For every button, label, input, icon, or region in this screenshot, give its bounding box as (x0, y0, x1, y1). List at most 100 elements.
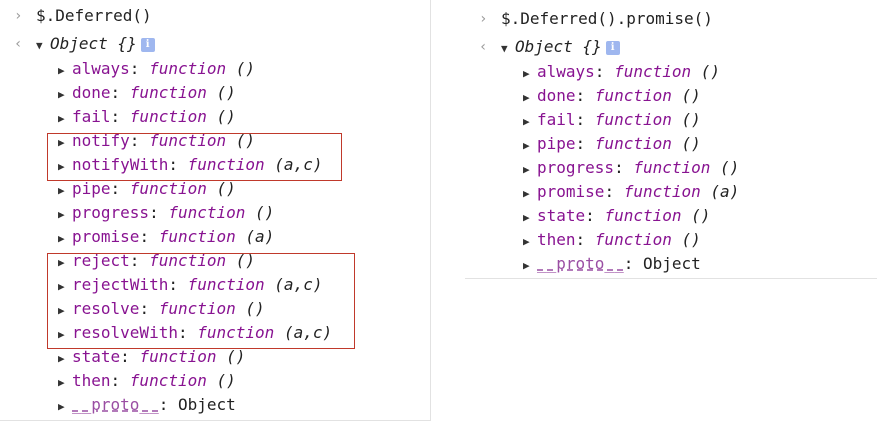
property-value: function (623, 182, 701, 201)
property-key: done (537, 86, 576, 105)
property-params: () (235, 131, 256, 150)
property-value: function (187, 155, 265, 174)
collapse-triangle-icon[interactable]: ▶ (58, 352, 65, 365)
expand-triangle-icon[interactable]: ▼ (36, 39, 43, 52)
property-value: function (594, 134, 672, 153)
property-params: () (216, 371, 236, 390)
property-row-then[interactable]: ▶then: function () (58, 370, 236, 392)
property-row-notifywith[interactable]: ▶notifyWith: function (a,c) (58, 154, 322, 176)
collapse-triangle-icon[interactable]: ▶ (58, 112, 65, 125)
expand-triangle-icon[interactable]: ▼ (501, 42, 508, 55)
property-row-promise[interactable]: ▶promise: function (a) (58, 226, 274, 248)
collapse-triangle-icon[interactable]: ▶ (58, 256, 65, 269)
collapse-triangle-icon[interactable]: ▶ (58, 400, 65, 413)
collapse-triangle-icon[interactable]: ▶ (58, 136, 65, 149)
property-key: done (72, 83, 111, 102)
collapse-triangle-icon[interactable]: ▶ (58, 160, 65, 173)
property-row-pipe[interactable]: ▶pipe: function () (58, 178, 236, 200)
property-row-resolve[interactable]: ▶resolve: function () (58, 298, 265, 320)
collapse-triangle-icon[interactable]: ▶ (58, 376, 65, 389)
info-icon[interactable]: i (605, 40, 620, 55)
property-row-done[interactable]: ▶done: function () (523, 85, 701, 107)
object-expander[interactable]: ▼Object {}i (36, 33, 155, 57)
collapse-triangle-icon[interactable]: ▶ (523, 187, 530, 200)
property-value: function (149, 131, 227, 150)
property-row-proto[interactable]: ▶__proto__: Object (58, 394, 236, 416)
collapse-triangle-icon[interactable]: ▶ (58, 232, 65, 245)
property-row-progress[interactable]: ▶progress: function () (523, 157, 739, 179)
property-value: function (594, 86, 672, 105)
collapse-triangle-icon[interactable]: ▶ (58, 64, 65, 77)
property-params: () (245, 299, 265, 318)
collapse-triangle-icon[interactable]: ▶ (523, 235, 530, 248)
property-key: state (537, 206, 586, 225)
property-row-proto[interactable]: ▶__proto__: Object (523, 253, 701, 275)
property-params: () (681, 110, 701, 129)
property-key: promise (72, 227, 140, 246)
property-row-resolvewith[interactable]: ▶resolveWith: function (a,c) (58, 322, 332, 344)
collapse-triangle-icon[interactable]: ▶ (58, 208, 65, 221)
result-chevron-icon: ‹ (479, 39, 488, 55)
property-params: () (255, 203, 275, 222)
property-row-notify[interactable]: ▶notify: function () (58, 130, 255, 152)
property-key: then (72, 371, 111, 390)
property-params: () (216, 179, 236, 198)
console-command[interactable]: $.Deferred() (36, 6, 152, 25)
property-row-progress[interactable]: ▶progress: function () (58, 202, 274, 224)
property-params: (a,c) (274, 275, 323, 294)
collapse-triangle-icon[interactable]: ▶ (58, 88, 65, 101)
property-row-done[interactable]: ▶done: function () (58, 82, 236, 104)
property-key: notifyWith (72, 155, 169, 174)
property-row-always[interactable]: ▶always: function () (58, 58, 255, 80)
property-key: pipe (537, 134, 576, 153)
property-row-always[interactable]: ▶always: function () (523, 61, 720, 83)
property-params: (a,c) (283, 323, 333, 342)
property-row-fail[interactable]: ▶fail: function () (58, 106, 236, 128)
property-params: () (700, 62, 721, 81)
info-icon[interactable]: i (140, 37, 155, 52)
collapse-triangle-icon[interactable]: ▶ (58, 328, 65, 341)
property-params: () (235, 59, 256, 78)
property-row-promise[interactable]: ▶promise: function (a) (523, 181, 739, 203)
collapse-triangle-icon[interactable]: ▶ (58, 304, 65, 317)
property-value: function (129, 83, 207, 102)
collapse-triangle-icon[interactable]: ▶ (523, 163, 530, 176)
property-params: () (226, 347, 246, 366)
property-value: function (158, 227, 236, 246)
collapse-triangle-icon[interactable]: ▶ (523, 67, 530, 80)
property-row-state[interactable]: ▶state: function () (523, 205, 710, 227)
property-params: () (720, 158, 740, 177)
property-params: () (691, 206, 711, 225)
property-key: __proto__ (72, 395, 159, 414)
property-row-state[interactable]: ▶state: function () (58, 346, 245, 368)
property-value: function (187, 275, 265, 294)
highlight-box-notify (47, 133, 342, 181)
property-row-then[interactable]: ▶then: function () (523, 229, 701, 251)
property-key: always (72, 59, 130, 78)
collapse-triangle-icon[interactable]: ▶ (523, 91, 530, 104)
property-key: then (537, 230, 576, 249)
collapse-triangle-icon[interactable]: ▶ (523, 211, 530, 224)
property-params: () (216, 107, 236, 126)
property-value: function (168, 203, 246, 222)
property-params: () (681, 230, 701, 249)
property-row-fail[interactable]: ▶fail: function () (523, 109, 701, 131)
property-params: () (681, 86, 701, 105)
property-value: function (149, 59, 227, 78)
console-command[interactable]: $.Deferred().promise() (501, 9, 713, 28)
collapse-triangle-icon[interactable]: ▶ (58, 280, 65, 293)
property-row-pipe[interactable]: ▶pipe: function () (523, 133, 701, 155)
collapse-triangle-icon[interactable]: ▶ (58, 184, 65, 197)
highlight-box-resolve-reject (47, 253, 355, 349)
property-key: promise (537, 182, 605, 201)
result-chevron-icon: ‹ (14, 36, 23, 52)
property-params: (a) (245, 227, 275, 246)
property-key: rejectWith (72, 275, 169, 294)
object-expander[interactable]: ▼Object {}i (501, 36, 620, 60)
collapse-triangle-icon[interactable]: ▶ (523, 115, 530, 128)
collapse-triangle-icon[interactable]: ▶ (523, 139, 530, 152)
property-row-rejectwith[interactable]: ▶rejectWith: function (a,c) (58, 274, 322, 296)
collapse-triangle-icon[interactable]: ▶ (523, 259, 530, 272)
property-key: progress (72, 203, 150, 222)
property-row-reject[interactable]: ▶reject: function () (58, 250, 255, 272)
